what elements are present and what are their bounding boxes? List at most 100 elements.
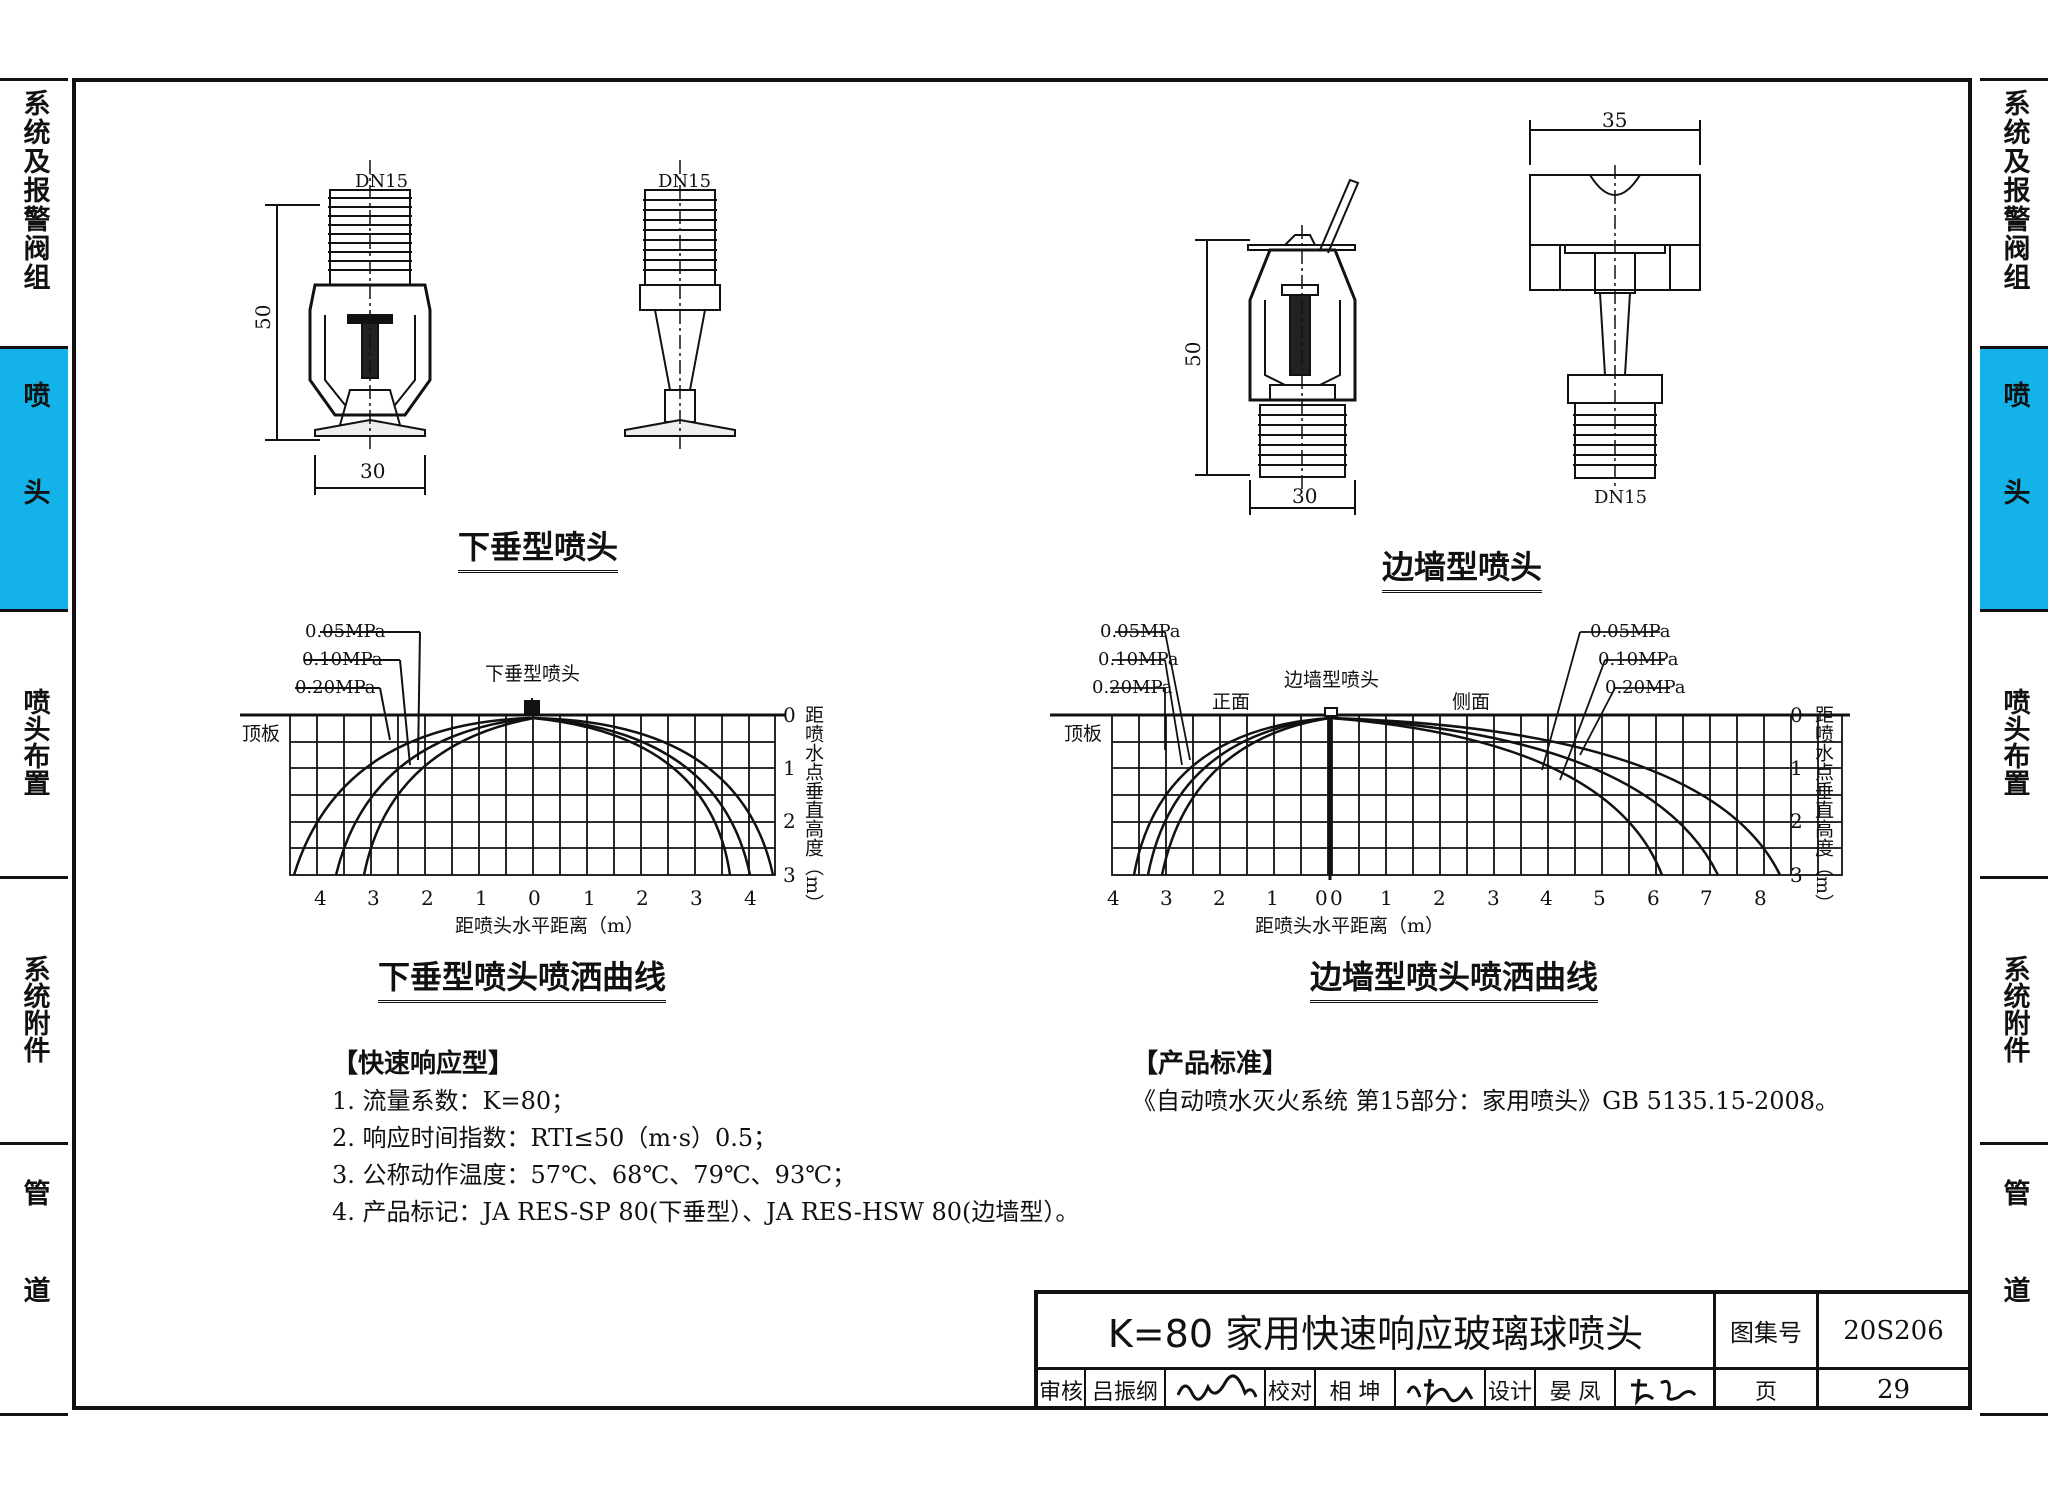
height-dim: 50 (251, 305, 275, 330)
x-tick-labels: 4 3 2 1 0 1 2 3 4 (314, 886, 757, 910)
reviewer-name: 吕振纲 (1086, 1370, 1166, 1410)
sprinkler-head-icon (524, 700, 540, 714)
note-item: 2. 响应时间指数：RTI≤50（m·s）0.5； (332, 1124, 778, 1152)
pressure-label: 0.10MPa (1598, 649, 1679, 670)
x-tick: 1 (475, 886, 488, 910)
side-tab-pipe[interactable]: 管道 (0, 1142, 68, 1410)
sprinkler-head-icon (1324, 707, 1338, 717)
sidewall-sprinkler-drawing: 35 50 30 DN15 (1181, 108, 1701, 515)
x-tick: 3 (1160, 886, 1173, 910)
atlas-number: 20S206 (1819, 1294, 1968, 1370)
designer-signature (1616, 1370, 1716, 1410)
x-tick: 4 (314, 886, 327, 910)
y-tick: 2 (783, 809, 796, 833)
side-tab-label: 系统附件 (1998, 955, 2030, 1063)
tab-divider (1980, 876, 2048, 879)
x-tick: 3 (690, 886, 703, 910)
side-tabs-right: 系统及报警阀组 喷头 喷头布置 系统附件 管道 (1980, 78, 2048, 1416)
design-label: 设计 (1486, 1370, 1536, 1410)
side-tab-layout[interactable]: 喷头布置 (1980, 609, 2048, 874)
side-tab-label: 喷头 (1998, 380, 2030, 575)
sidewall-title: 边墙型喷头 (1382, 542, 1543, 593)
notes-heading: 【快速响应型】 (332, 1049, 515, 1079)
y-tick: 3 (783, 863, 796, 887)
side-tab-accessories[interactable]: 系统附件 (1980, 876, 2048, 1142)
side-tab-pipe[interactable]: 管道 (1980, 1142, 2048, 1410)
page-number: 29 (1876, 1375, 1911, 1405)
side-tab-layout[interactable]: 喷头布置 (0, 609, 68, 874)
x-tick: 5 (1593, 886, 1606, 910)
x-tick: 7 (1700, 886, 1713, 910)
notes-heading: 【产品标准】 (1132, 1049, 1289, 1079)
tab-divider (1980, 1142, 2048, 1145)
side-tab-label: 喷头布置 (1998, 687, 2030, 796)
y-tick: 0 (783, 703, 796, 727)
x-tick: 4 (1540, 886, 1553, 910)
x-tick: 0 (1330, 886, 1343, 910)
pressure-label: 0.10MPa (302, 649, 383, 670)
tab-divider (1980, 346, 2048, 349)
x-tick: 3 (367, 886, 380, 910)
pressure-label: 0.20MPa (295, 677, 376, 698)
x-tick: 6 (1647, 886, 1660, 910)
note-item: 1. 流量系数：K=80； (332, 1087, 576, 1115)
tab-divider (1980, 609, 2048, 612)
sidewall-curve-title: 边墙型喷头喷洒曲线 (1310, 952, 1599, 1003)
y-tick: 1 (783, 756, 796, 780)
head-label: 下垂型喷头 (485, 663, 580, 685)
dn-label-a: DN15 (355, 171, 408, 192)
x-tick: 3 (1487, 886, 1500, 910)
pendent-curve-title: 下垂型喷头喷洒曲线 (378, 952, 667, 1003)
x-tick: 0 (1315, 886, 1328, 910)
drawing-title: K=80 家用快速响应玻璃球喷头 (1038, 1294, 1716, 1370)
y-tick: 3 (1790, 863, 1803, 887)
dn-label: DN15 (1594, 487, 1647, 508)
checker-name: 相 坤 (1316, 1370, 1396, 1410)
y-axis-label: 距喷水点垂直高度（m） (1812, 705, 1834, 913)
side-tab-label: 系统附件 (18, 955, 50, 1063)
pendent-sprinkler-drawing: DN15 DN15 50 30 (251, 160, 736, 495)
side-tab-label: 系统及报警阀组 (1998, 89, 2030, 292)
checker-signature (1396, 1370, 1486, 1410)
tab-divider (0, 1142, 68, 1145)
width-dim: 30 (1292, 484, 1317, 508)
sidewall-curve-chart: 0.05MPa 0.10MPa 0.20MPa 0.05MPa 0.10MPa … (1050, 621, 1850, 937)
side-tab-valve[interactable]: 系统及报警阀组 (0, 83, 68, 352)
side-label: 侧面 (1452, 691, 1490, 713)
head-label: 边墙型喷头 (1284, 669, 1379, 691)
y-tick: 0 (1790, 703, 1803, 727)
side-tab-label: 系统及报警阀组 (18, 89, 50, 292)
pendent-curve-chart: 0.05MPa 0.10MPa 0.20MPa 下垂型喷头 顶板 4 3 2 1… (240, 621, 824, 937)
page-label: 页 (1716, 1370, 1819, 1410)
reviewer-signature (1166, 1370, 1266, 1410)
title-block: K=80 家用快速响应玻璃球喷头 图集号 20S206 审核 吕振纲 校对 相 … (1034, 1290, 1972, 1410)
x-tick: 4 (1107, 886, 1120, 910)
pressure-label: 0.20MPa (1605, 677, 1686, 698)
side-tab-label: 管道 (1998, 1179, 2030, 1373)
ceiling-label: 顶板 (1064, 723, 1102, 745)
x-tick: 8 (1754, 886, 1767, 910)
pendent-title: 下垂型喷头 (458, 522, 619, 573)
x-tick: 2 (1433, 886, 1446, 910)
x-tick: 2 (636, 886, 649, 910)
pressure-label: 0.10MPa (1098, 649, 1179, 670)
side-tab-sprinkler[interactable]: 喷头 (1980, 346, 2048, 609)
note-item: 《自动喷水灭火系统 第15部分：家用喷头》GB 5135.15-2008。 (1132, 1087, 1840, 1115)
side-tab-valve[interactable]: 系统及报警阀组 (1980, 83, 2048, 352)
side-tab-sprinkler[interactable]: 喷头 (0, 346, 68, 609)
x-tick: 2 (1213, 886, 1226, 910)
review-label: 审核 (1038, 1370, 1086, 1410)
note-item: 3. 公称动作温度：57℃、68℃、79℃、93℃； (332, 1161, 857, 1189)
side-tab-label: 喷头布置 (18, 687, 50, 796)
side-tab-label: 管道 (18, 1179, 50, 1373)
width-top-dim: 35 (1602, 108, 1627, 132)
note-item: 4. 产品标记：JA RES-SP 80(下垂型）、JA RES-HSW 80(… (332, 1198, 1080, 1226)
side-tab-accessories[interactable]: 系统附件 (0, 876, 68, 1142)
y-axis-label: 距喷水点垂直高度（m） (802, 705, 824, 913)
tab-divider (0, 346, 68, 349)
x-tick: 1 (1266, 886, 1279, 910)
ceiling-label: 顶板 (242, 723, 280, 745)
width-dim: 30 (360, 459, 385, 483)
x-tick: 2 (421, 886, 434, 910)
tab-divider (0, 609, 68, 612)
